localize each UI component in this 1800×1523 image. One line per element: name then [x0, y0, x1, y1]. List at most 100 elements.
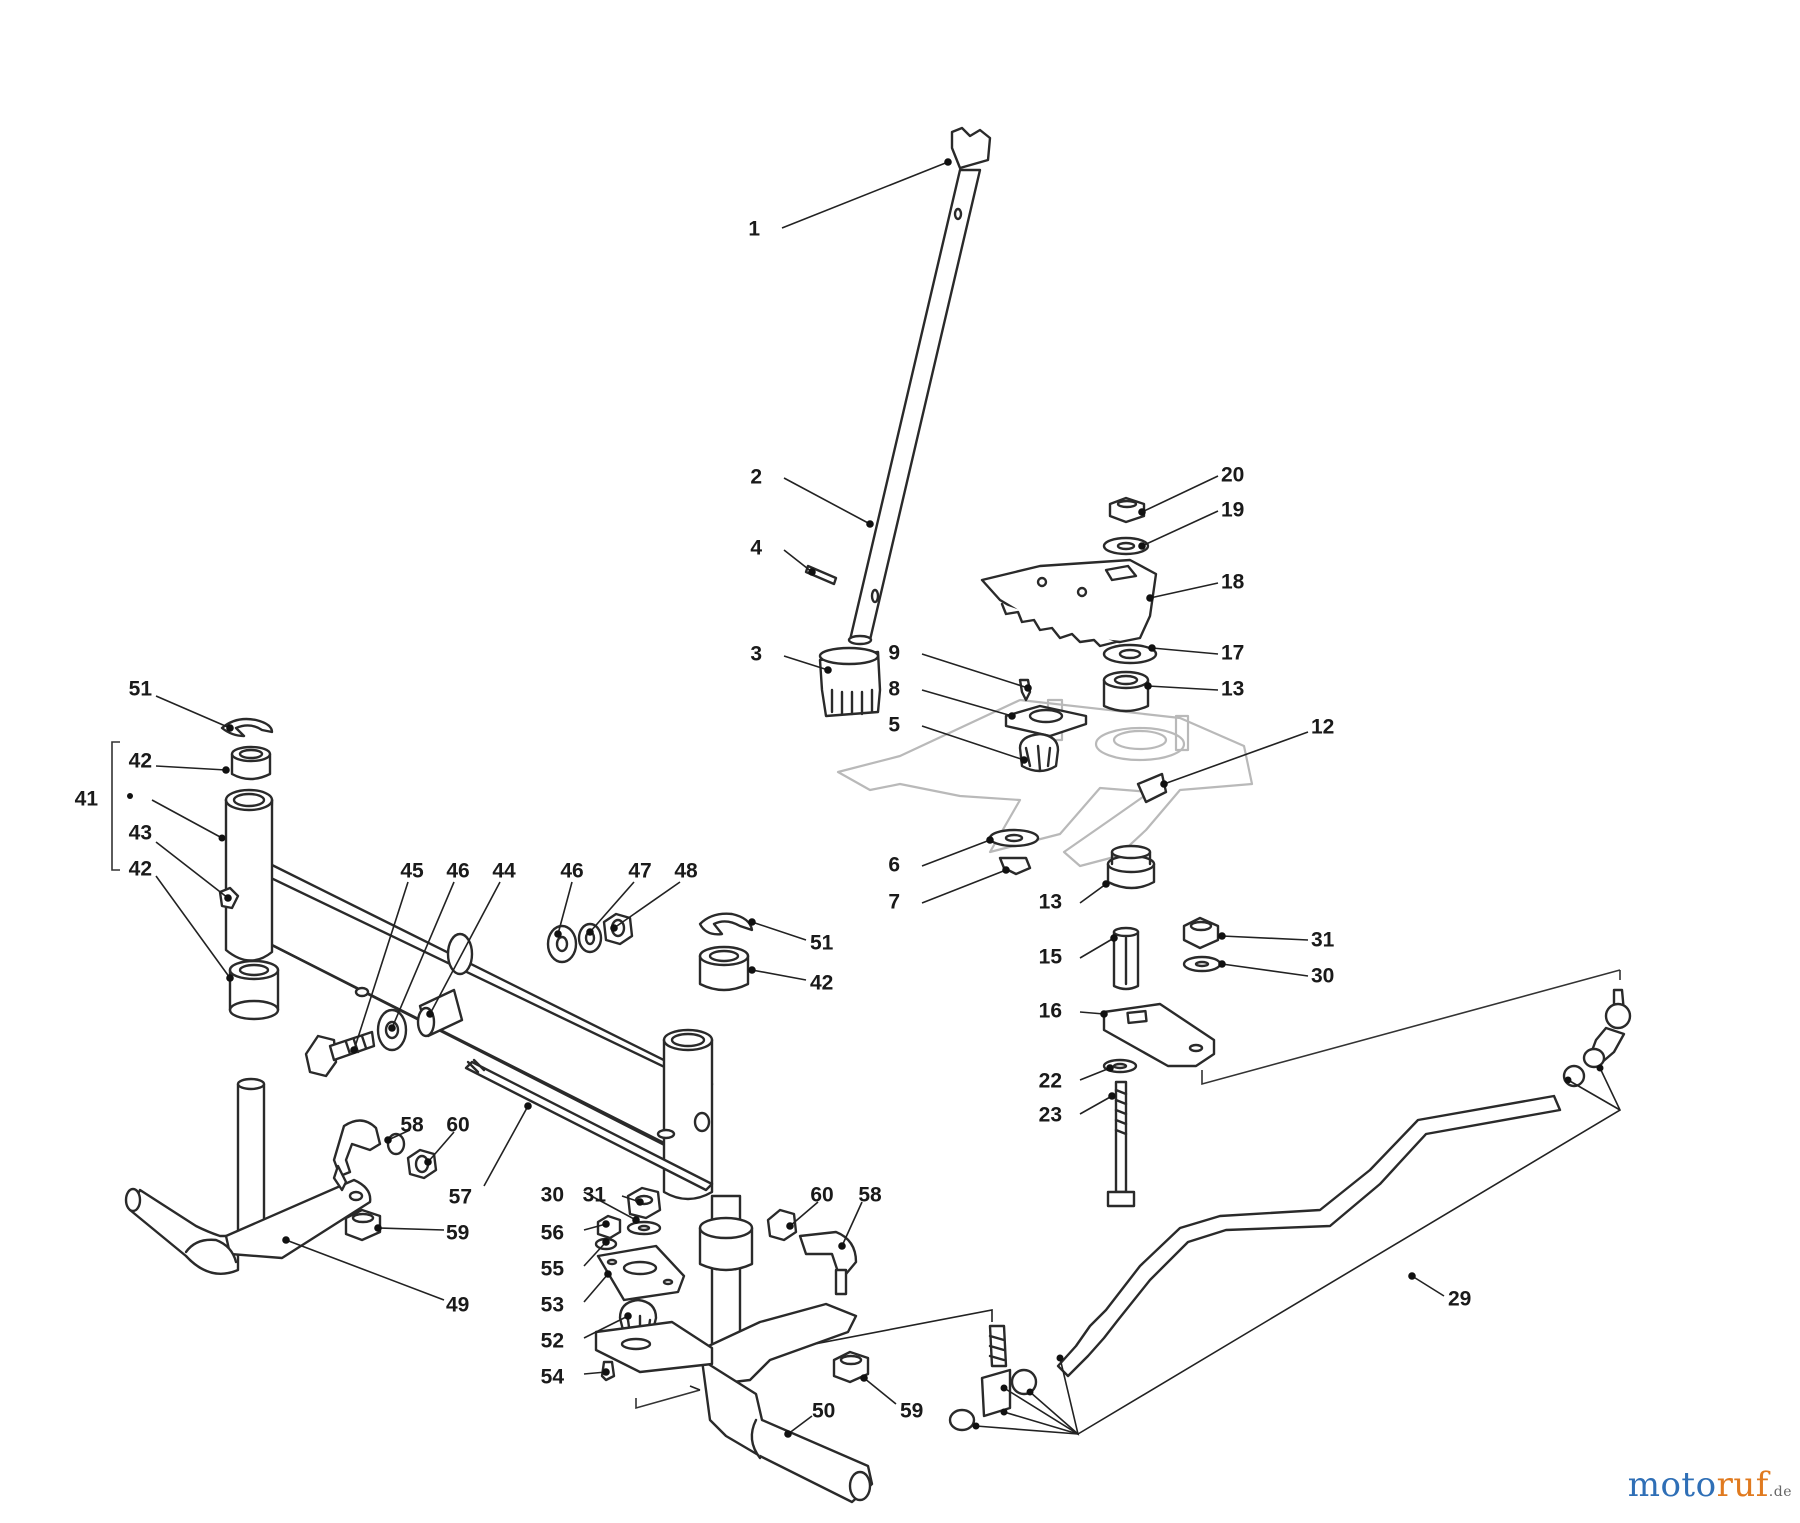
leader-dot	[1160, 780, 1168, 788]
drag-link-57	[464, 1058, 714, 1192]
watermark-part-a: moto	[1627, 1465, 1717, 1505]
nut-60-right	[766, 1208, 798, 1242]
callout-c15: 15	[1039, 934, 1118, 969]
leader-dot	[1002, 866, 1010, 874]
callout-c55: 55	[541, 1238, 610, 1281]
bushing-13-lower	[1106, 844, 1156, 890]
washer-30-lower	[626, 1220, 662, 1236]
callout-label: 46	[446, 860, 469, 883]
washer-46-right	[546, 924, 578, 964]
callout-c48: 48	[610, 860, 698, 932]
callout-label: 29	[1448, 1288, 1471, 1311]
leader-line	[1163, 731, 1309, 785]
callout-c1: 1	[748, 158, 952, 241]
callout-c4: 4	[750, 537, 816, 576]
leader-line	[387, 1129, 411, 1141]
callout-c46a: 46	[388, 860, 470, 1032]
pivot-bolt-45	[304, 1030, 376, 1078]
steering-shaft	[847, 126, 992, 646]
leader-dot	[1218, 960, 1226, 968]
leader-dot	[860, 1374, 868, 1382]
callout-label: 53	[541, 1294, 564, 1317]
callout-c22: 22	[1039, 1064, 1114, 1093]
callout-label: 4	[750, 537, 762, 560]
callout-label: 43	[129, 822, 152, 845]
callout-c23: 23	[1039, 1092, 1116, 1127]
callout-label: 44	[492, 860, 516, 883]
bushing-42-lower-left	[228, 959, 280, 1021]
nut-56	[596, 1214, 622, 1240]
leader-dot	[1408, 1272, 1416, 1280]
sector-gear-18	[980, 558, 1158, 648]
callout-label: 17	[1221, 642, 1244, 665]
bolt-23	[1106, 1080, 1136, 1208]
leader-dot	[1218, 932, 1226, 940]
callout-c59a: 59	[374, 1222, 469, 1245]
callout-label: 56	[541, 1222, 564, 1245]
nut-59-right	[832, 1350, 870, 1384]
callout-label: 19	[1221, 499, 1244, 522]
spacer-15	[1112, 926, 1140, 991]
callout-c13a: 13	[1144, 678, 1244, 701]
callout-c58a: 58	[384, 1114, 424, 1144]
nut-31	[1182, 916, 1220, 950]
leader-dot	[586, 928, 594, 936]
leader-dot	[602, 1368, 610, 1376]
retaining-ring-51-left	[220, 717, 274, 738]
front-axle-41	[224, 788, 714, 1201]
leader-line	[789, 1201, 819, 1227]
leader-line	[921, 839, 991, 867]
bushing-42-upper-left	[230, 745, 272, 781]
plate-53	[596, 1244, 686, 1302]
callout-c60a: 60	[424, 1114, 470, 1166]
callout-label: 41	[75, 788, 99, 811]
leader-dot	[866, 520, 874, 528]
callout-c17: 17	[1148, 642, 1244, 665]
callout-c31b: 31	[583, 1184, 644, 1207]
leader-line	[589, 881, 635, 933]
leader-dot	[282, 1236, 290, 1244]
leader-line	[429, 881, 501, 1015]
callout-label: 9	[888, 642, 900, 665]
leader-line	[1141, 475, 1219, 513]
leader-line	[1079, 1067, 1111, 1081]
ball-joint-right	[1562, 988, 1632, 1088]
nut-60-left	[406, 1148, 438, 1180]
leader-line	[781, 161, 949, 229]
tie-rod-29	[1056, 1094, 1562, 1378]
callout-label: 54	[541, 1366, 565, 1389]
leader-dot	[838, 1242, 846, 1250]
leader-dot	[424, 1158, 432, 1166]
callout-c30a: 30	[1218, 960, 1334, 988]
callout-label: 51	[129, 678, 153, 701]
washer-19	[1102, 536, 1150, 556]
leader-line	[377, 1227, 445, 1231]
leader-line	[583, 1191, 637, 1221]
callout-label: 42	[129, 858, 152, 881]
leader-dot	[1020, 756, 1028, 764]
leader-dot	[226, 974, 234, 982]
callout-c42b: 42	[129, 858, 234, 982]
callout-c6: 6	[888, 836, 994, 877]
bushing-13-upper	[1102, 670, 1150, 713]
leader-dot	[624, 1312, 632, 1320]
callout-label: 16	[1039, 1000, 1062, 1023]
leader-line	[841, 1201, 863, 1247]
leader-line	[921, 725, 1025, 761]
spindle-49	[124, 1077, 372, 1275]
nut-31-lower	[626, 1186, 662, 1220]
callout-c18: 18	[1146, 571, 1245, 602]
leader-dot	[944, 158, 952, 166]
steering-arm-16	[1102, 1002, 1216, 1068]
leader-line	[427, 1131, 455, 1163]
leader-line	[921, 653, 1029, 689]
callout-label: 45	[400, 860, 424, 883]
callout-label: 42	[129, 750, 152, 773]
leader-dot	[1024, 684, 1032, 692]
callout-c58b: 58	[838, 1184, 882, 1250]
callout-label: 42	[810, 972, 833, 995]
callout-label: 30	[1311, 965, 1334, 988]
leader-dot	[632, 1216, 640, 1224]
callout-label: 15	[1039, 946, 1063, 969]
